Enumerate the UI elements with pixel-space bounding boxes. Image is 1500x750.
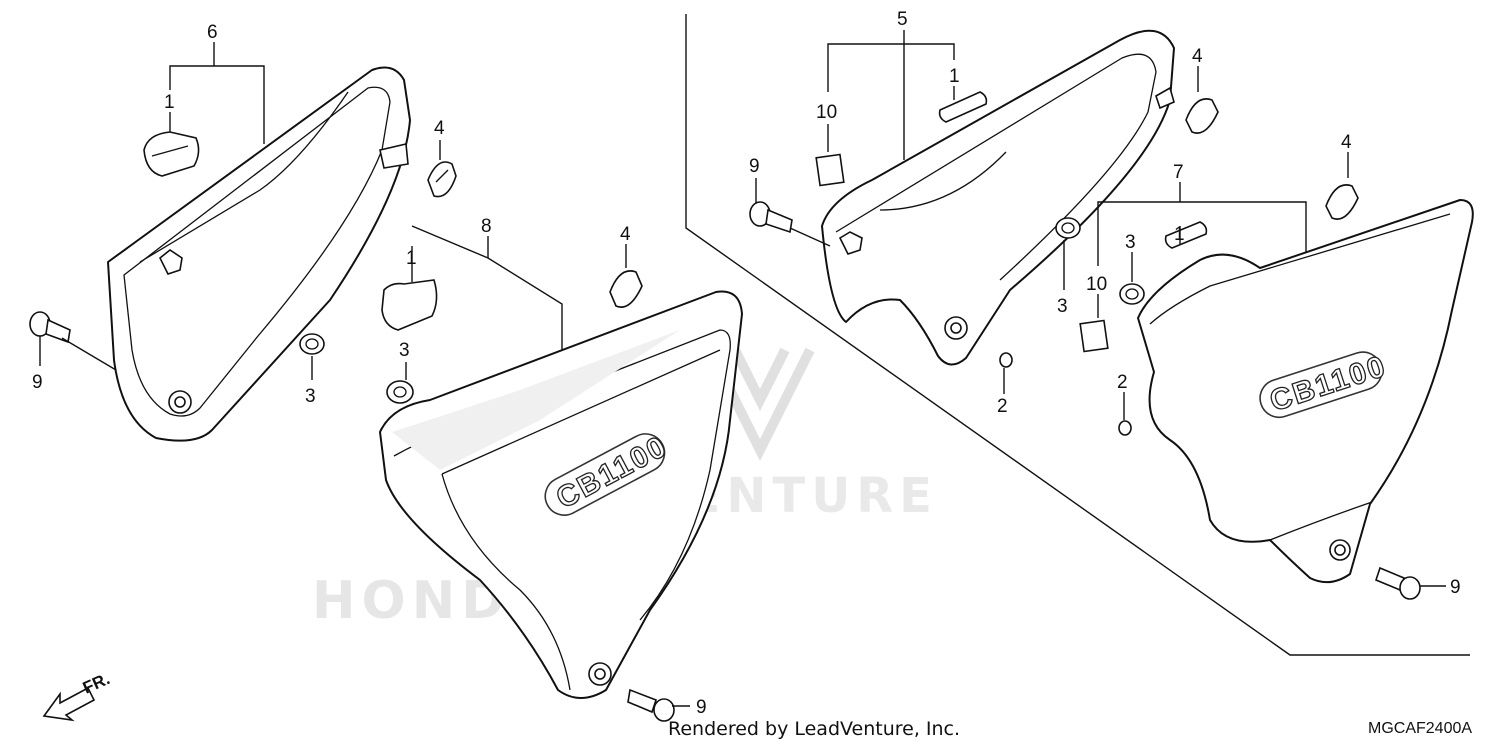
side-cover-left-lower (379, 290, 743, 699)
bolt-part-9-c (749, 201, 793, 234)
callout-9-b: 9 (696, 697, 707, 718)
grommet-part-1-d (1164, 221, 1208, 249)
cushion-part-10-b (1079, 319, 1109, 353)
callout-1-b: 1 (406, 248, 417, 269)
grommet-part-1-b (381, 279, 438, 331)
bolt-part-9-b (627, 688, 675, 722)
callout-3-d: 3 (1125, 232, 1136, 253)
render-credit: Rendered by LeadVenture, Inc. (668, 718, 961, 740)
callout-1-a: 1 (164, 92, 175, 113)
grommet-part-1 (143, 131, 200, 177)
separator-line (685, 14, 1470, 656)
collar-part-3 (299, 333, 325, 355)
callout-10-a: 10 (816, 102, 837, 123)
cushion-part-10 (815, 153, 845, 187)
callout-7: 7 (1173, 162, 1184, 183)
leader-lines (39, 30, 1446, 707)
callout-9-a: 9 (32, 372, 43, 393)
callout-1-d: 1 (1174, 224, 1185, 245)
rubber-part-4-b (609, 270, 643, 308)
clip-part-2-b (1118, 420, 1132, 436)
callout-4-a: 4 (434, 118, 445, 139)
callout-9-c: 9 (749, 156, 760, 177)
callout-4-c: 4 (1192, 46, 1203, 67)
callout-1-c: 1 (949, 66, 960, 87)
collar-part-3-d (1119, 283, 1145, 305)
callout-2-b: 2 (1117, 372, 1128, 393)
front-arrow-icon (42, 686, 96, 722)
collar-part-3-b (386, 380, 414, 404)
callout-9-d: 9 (1450, 577, 1461, 598)
side-cover-right-lower (1137, 199, 1474, 584)
callout-10-b: 10 (1086, 274, 1107, 295)
collar-part-3-c (1055, 217, 1081, 239)
grommet-part-1-c (938, 91, 988, 123)
callout-4-d: 4 (1341, 132, 1352, 153)
rubber-part-4 (427, 161, 457, 198)
callout-2-a: 2 (997, 396, 1008, 417)
callout-3-a: 3 (305, 386, 316, 407)
callout-4-b: 4 (620, 224, 631, 245)
callout-3-b: 3 (399, 340, 410, 361)
side-cover-right-upper (821, 29, 1175, 366)
front-label: FR. (80, 669, 113, 697)
bolt-part-9 (29, 311, 71, 344)
front-direction-marker: FR. (42, 669, 113, 722)
callout-8: 8 (481, 216, 492, 237)
side-cover-left-upper (107, 66, 411, 442)
callout-numbers: 6 1 4 9 3 8 1 3 4 9 5 1 10 9 4 3 2 7 1 3… (32, 9, 1461, 718)
bolt-part-9-d (1375, 566, 1421, 600)
diagram-code: MGCAF2400A (1368, 720, 1473, 737)
callout-5: 5 (897, 9, 908, 30)
rubber-part-4-d (1325, 184, 1359, 220)
rubber-part-4-c (1185, 98, 1219, 134)
callout-6: 6 (207, 22, 218, 43)
clip-part-2 (999, 352, 1013, 368)
callout-3-c: 3 (1057, 296, 1068, 317)
